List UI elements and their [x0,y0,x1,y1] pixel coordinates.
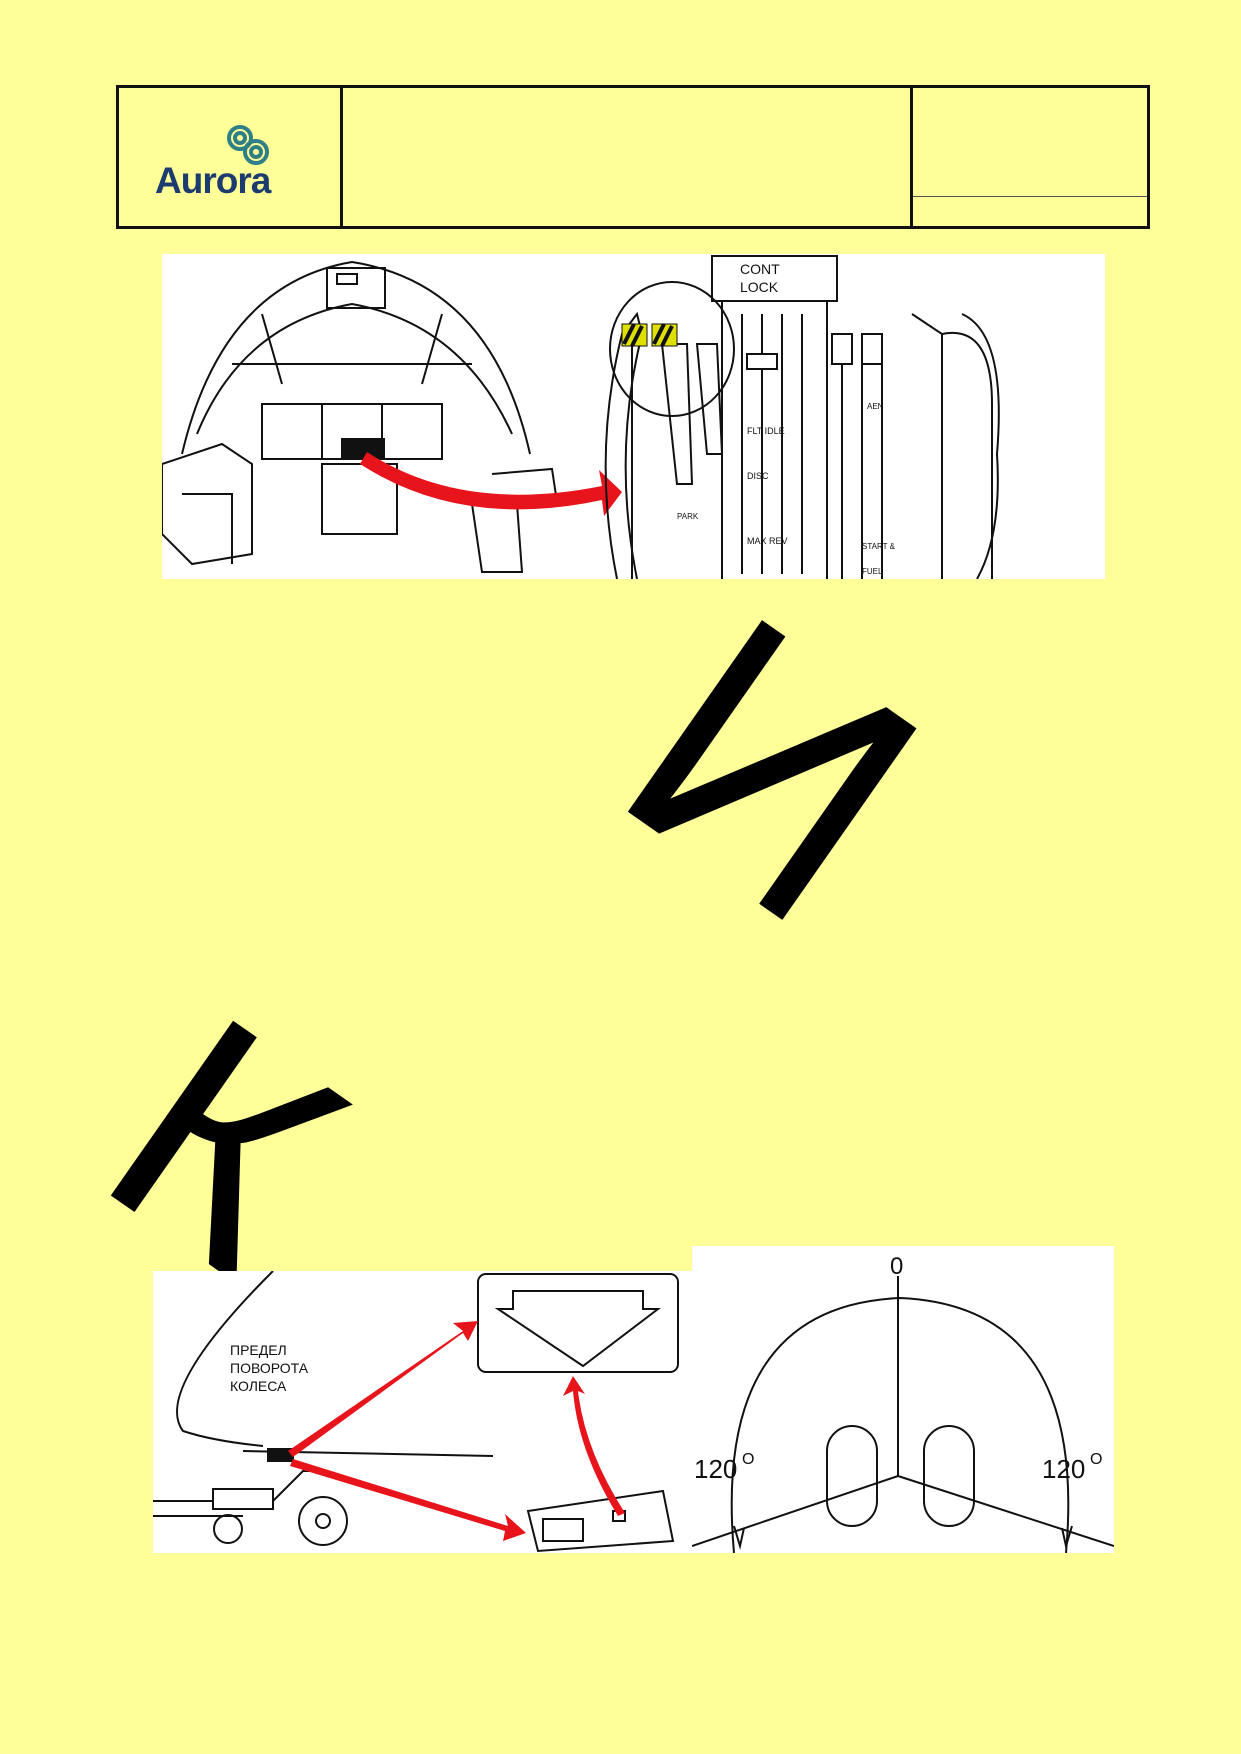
disc-label: DISC [747,471,769,481]
pointer-arrow-icon [288,1321,478,1457]
start-feather-label: START & [862,542,896,551]
pointer-arrow-icon [563,1376,625,1516]
company-logo: Aurora [119,88,343,226]
flt-idle-label: FLT IDLE [747,426,785,436]
angle-left-degree: O [742,1451,754,1468]
max-rev-label: MAX REV [747,536,788,546]
angle-left-label: 120 [694,1454,737,1484]
pointer-arrow-icon [290,1459,526,1541]
aurora-logo-icon [227,125,269,165]
steering-limit-figure: ПРЕДЕЛ ПОВОРОТА КОЛЕСА [153,1271,693,1553]
steering-illustration: ПРЕДЕЛ ПОВОРОТА КОЛЕСА [153,1271,679,1553]
logo-wordmark: Aurora [155,160,271,201]
pointer-arrow-icon [360,452,622,516]
large-letter-i: И [563,544,982,996]
steering-label-line1: ПРЕДЕЛ [230,1342,287,1358]
cockpit-figure: CONT LOCK FLT IDLE DISC MAX REV PARK AEN… [162,254,1105,579]
document-header: Aurora [116,85,1150,229]
cont-lock-label-2: LOCK [740,279,779,295]
document-title-cell [343,88,913,226]
aen-label: AEN [867,402,884,411]
angle-right-label: 120 [1042,1454,1085,1484]
steering-angle-figure: 0 120 O 120 O [692,1246,1114,1553]
cockpit-illustration: CONT LOCK FLT IDLE DISC MAX REV PARK AEN… [162,255,1000,579]
steering-label-line2: ПОВОРОТА [230,1360,309,1376]
document-info-cell [913,88,1147,226]
info-divider [913,196,1147,197]
angle-right-degree: O [1090,1451,1102,1468]
angle-zero-label: 0 [890,1253,903,1280]
angle-diagram: 0 120 O 120 O [692,1253,1114,1553]
park-label: PARK [677,512,699,521]
steering-label-line3: КОЛЕСА [230,1378,287,1394]
cont-lock-label: CONT [740,261,780,277]
fuel-off-label: FUEL [862,567,883,576]
